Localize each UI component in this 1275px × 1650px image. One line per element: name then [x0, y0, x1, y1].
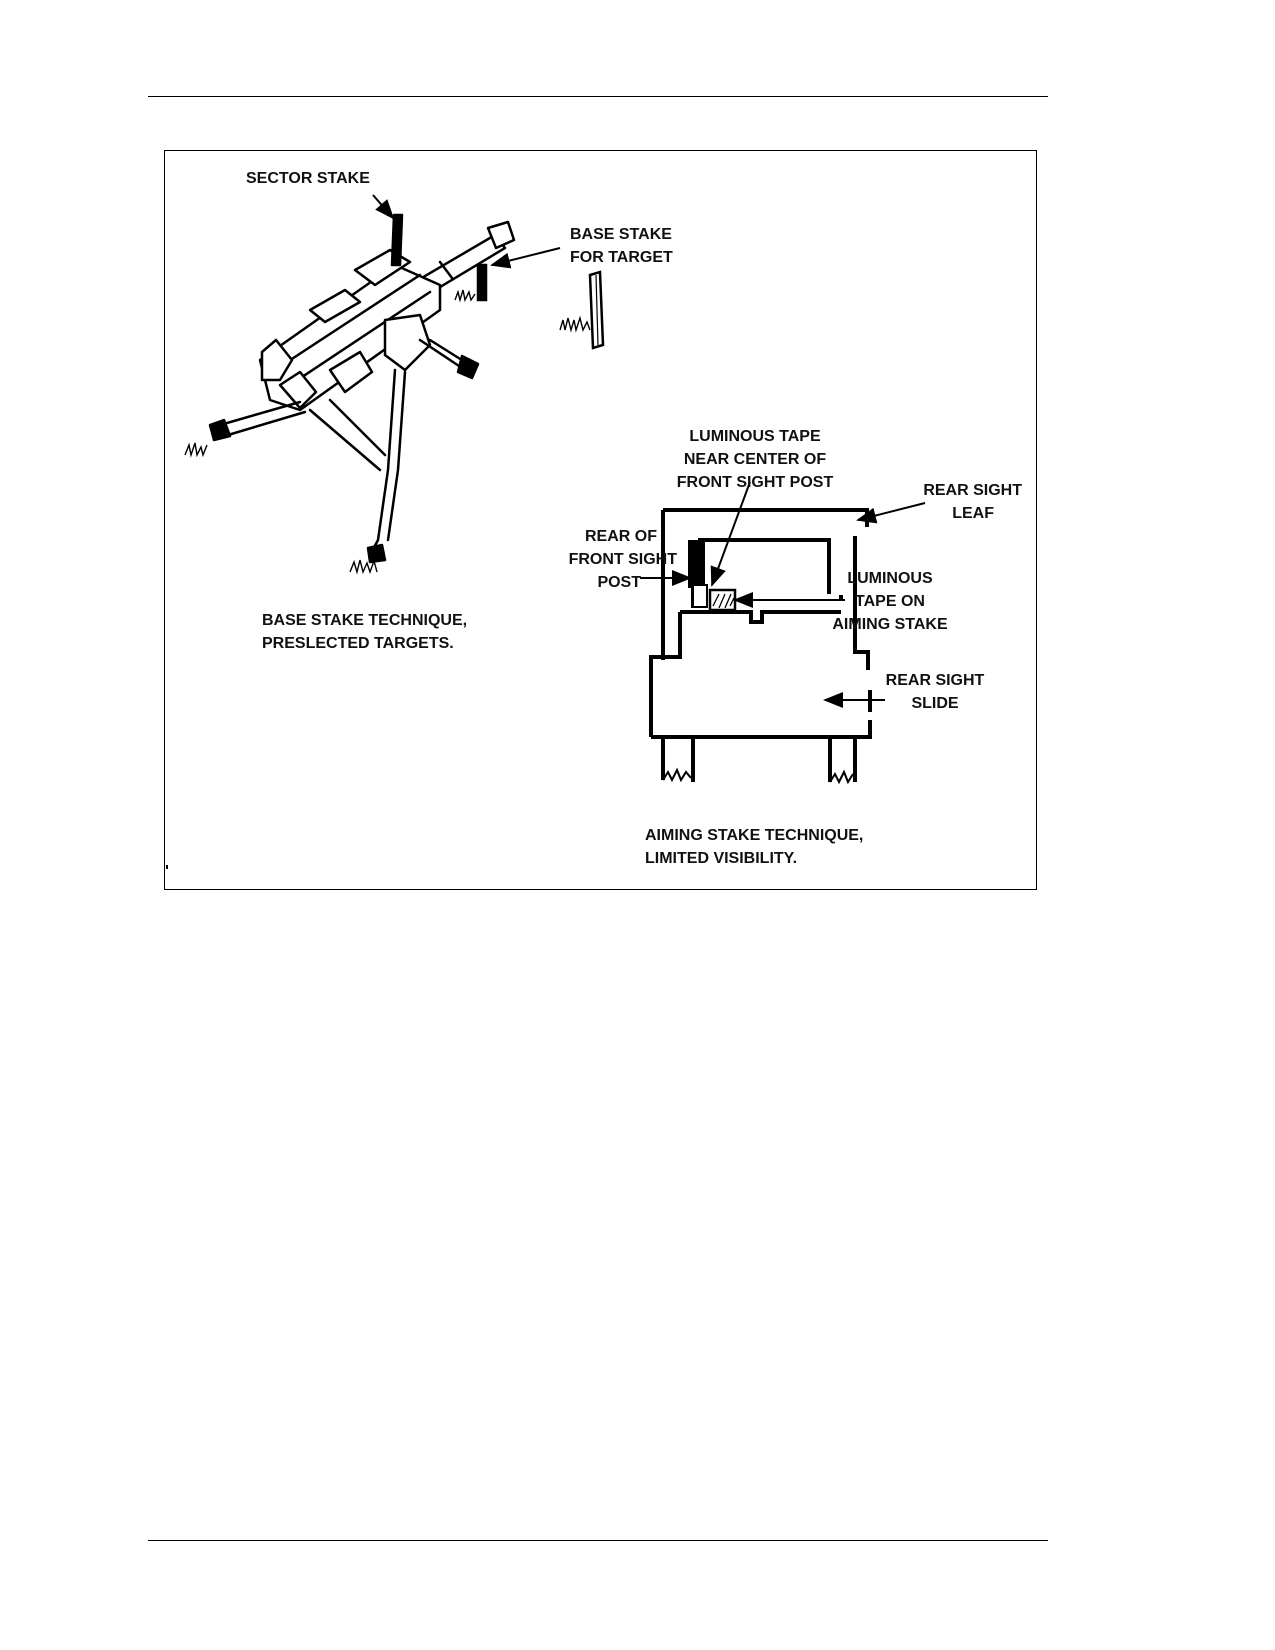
frame-speck [166, 865, 168, 869]
base-stake-illustration [476, 263, 605, 350]
label-rear-leaf-line1: REAR SIGHT [923, 482, 1022, 499]
right-leader-lines [640, 481, 926, 708]
label-rear-front-line1: REAR OF [585, 528, 657, 545]
label-lum-front-line2: NEAR CENTER OF [683, 451, 827, 468]
label-base-caption-line1: BASE STAKE TECHNIQUE, [262, 612, 468, 629]
label-rear-slide-line1: REAR SIGHT [885, 672, 985, 689]
label-rear-slide-line2: SLIDE [911, 695, 959, 712]
label-base-stake-line1: BASE STAKE [570, 226, 672, 243]
top-rule [148, 96, 1048, 97]
luminous-tape-stake [708, 588, 737, 612]
label-lum-stake-line3: AIMING STAKE [832, 616, 948, 633]
label-lum-front-line3: FRONT SIGHT POST [676, 474, 834, 491]
label-base-caption-line2: PRESLECTED TARGETS. [262, 635, 454, 652]
machine-gun-illustration [208, 213, 516, 564]
label-lum-stake-line1: LUMINOUS [847, 570, 933, 587]
sight-diagram [649, 508, 872, 782]
notch-dot [839, 595, 843, 601]
label-lum-stake-line2: TAPE ON [855, 593, 925, 610]
label-rear-front-line3: POST [597, 574, 641, 591]
label-aim-caption-line2: LIMITED VISIBILITY. [645, 850, 798, 867]
label-base-stake-line2: FOR TARGET [570, 249, 673, 266]
figure-frame [164, 150, 1037, 890]
grass-tufts [184, 289, 591, 575]
label-rear-front-line2: FRONT SIGHT [568, 551, 677, 568]
label-aim-caption-line1: AIMING STAKE TECHNIQUE, [645, 827, 864, 844]
post-break-marks [662, 767, 854, 785]
label-lum-front-line1: LUMINOUS TAPE [689, 428, 821, 445]
left-leader-lines [372, 194, 561, 269]
label-rear-leaf-line2: LEAF [952, 505, 994, 522]
bottom-rule [148, 1540, 1048, 1541]
label-sector-stake: SECTOR STAKE [246, 170, 370, 187]
luminous-tape-front [692, 584, 708, 608]
